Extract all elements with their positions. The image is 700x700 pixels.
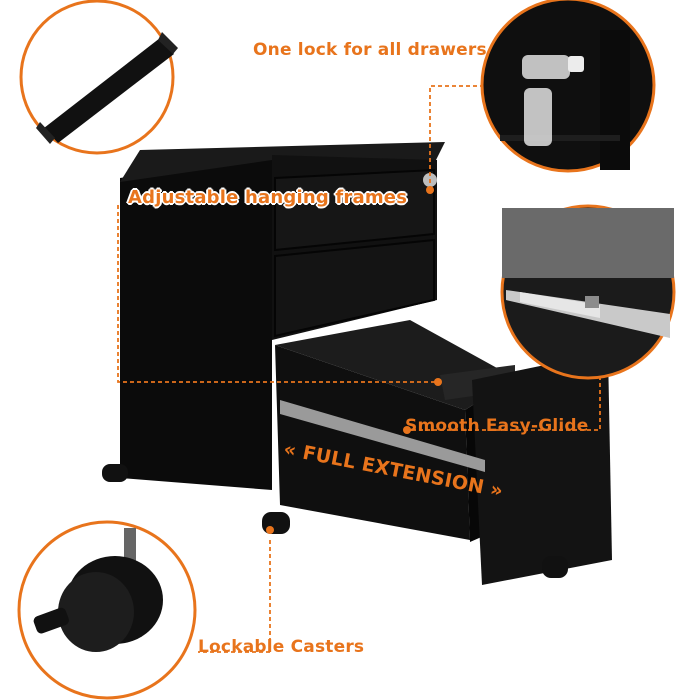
cabinet-body: [120, 142, 612, 585]
hanging-rail-icon: [19, 0, 178, 155]
lock-key-icon: [480, 0, 656, 173]
frame-marker-dot: [434, 378, 442, 386]
extension-prefix: «: [281, 438, 299, 462]
casters-callout-label: Lockable Casters: [198, 637, 365, 657]
callout-lines: [117, 85, 601, 653]
lock-callout-label: One lock for all drawers: [253, 40, 487, 60]
drawer-slide-icon: [500, 204, 676, 380]
caster-marker-dot: [266, 526, 274, 534]
glide-callout-label: Smooth Easy-Glide: [405, 416, 589, 436]
caster-wheel-icon: [17, 520, 197, 700]
frames-callout-label: Adjustable hanging frames: [128, 187, 408, 208]
glide-marker-dot: [403, 426, 411, 434]
lock-marker-dot: [426, 186, 434, 194]
